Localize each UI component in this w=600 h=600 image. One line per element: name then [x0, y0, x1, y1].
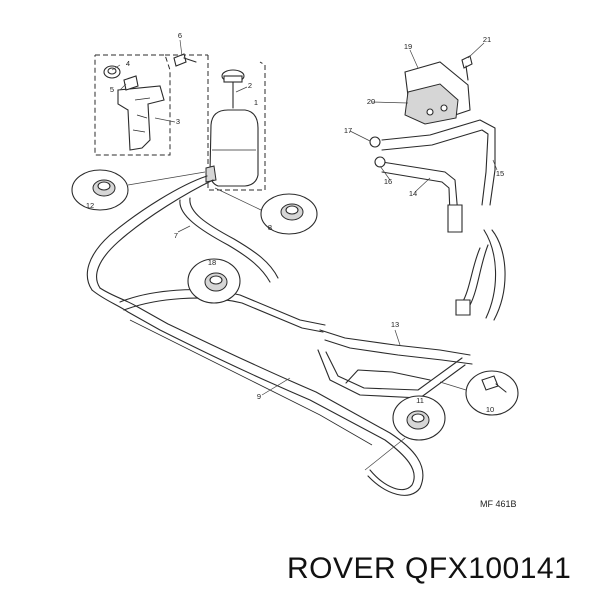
inset-bubble-18	[187, 258, 241, 304]
callout-21: 21	[483, 35, 491, 44]
reservoir-group	[205, 55, 266, 191]
callout-numbers: 1 2 3 4 5 6 7 8 9 10 11 12 13 14 15 16 1…	[86, 31, 504, 414]
callout-15: 15	[496, 169, 504, 178]
bracket-group	[94, 53, 208, 156]
callout-16: 16	[384, 177, 392, 186]
callout-9: 9	[257, 392, 261, 401]
leaders	[111, 39, 498, 396]
callout-6: 6	[178, 31, 182, 40]
callout-1: 1	[254, 98, 258, 107]
callout-17: 17	[344, 126, 352, 135]
inset-bubble-11	[364, 395, 446, 471]
callout-12: 12	[86, 201, 94, 210]
callout-8: 8	[268, 223, 272, 232]
callout-18: 18	[208, 258, 216, 267]
callout-19: 19	[404, 42, 412, 51]
hoses	[86, 119, 506, 496]
callout-5: 5	[110, 85, 114, 94]
drawing-reference: MF 461B	[480, 499, 517, 509]
inset-bubble-10	[439, 370, 519, 416]
callout-4: 4	[126, 59, 130, 68]
inset-bubble-8	[214, 187, 318, 235]
callout-14: 14	[409, 189, 417, 198]
callout-2: 2	[248, 81, 252, 90]
callout-20: 20	[367, 97, 375, 106]
mount-bracket	[369, 55, 473, 168]
inset-bubble-12	[71, 169, 206, 211]
callout-7: 7	[174, 231, 178, 240]
callout-11: 11	[416, 396, 424, 405]
callout-13: 13	[391, 320, 399, 329]
callout-3: 3	[176, 117, 180, 126]
callout-10: 10	[486, 405, 494, 414]
part-number-caption: ROVER QFX100141	[287, 552, 572, 585]
